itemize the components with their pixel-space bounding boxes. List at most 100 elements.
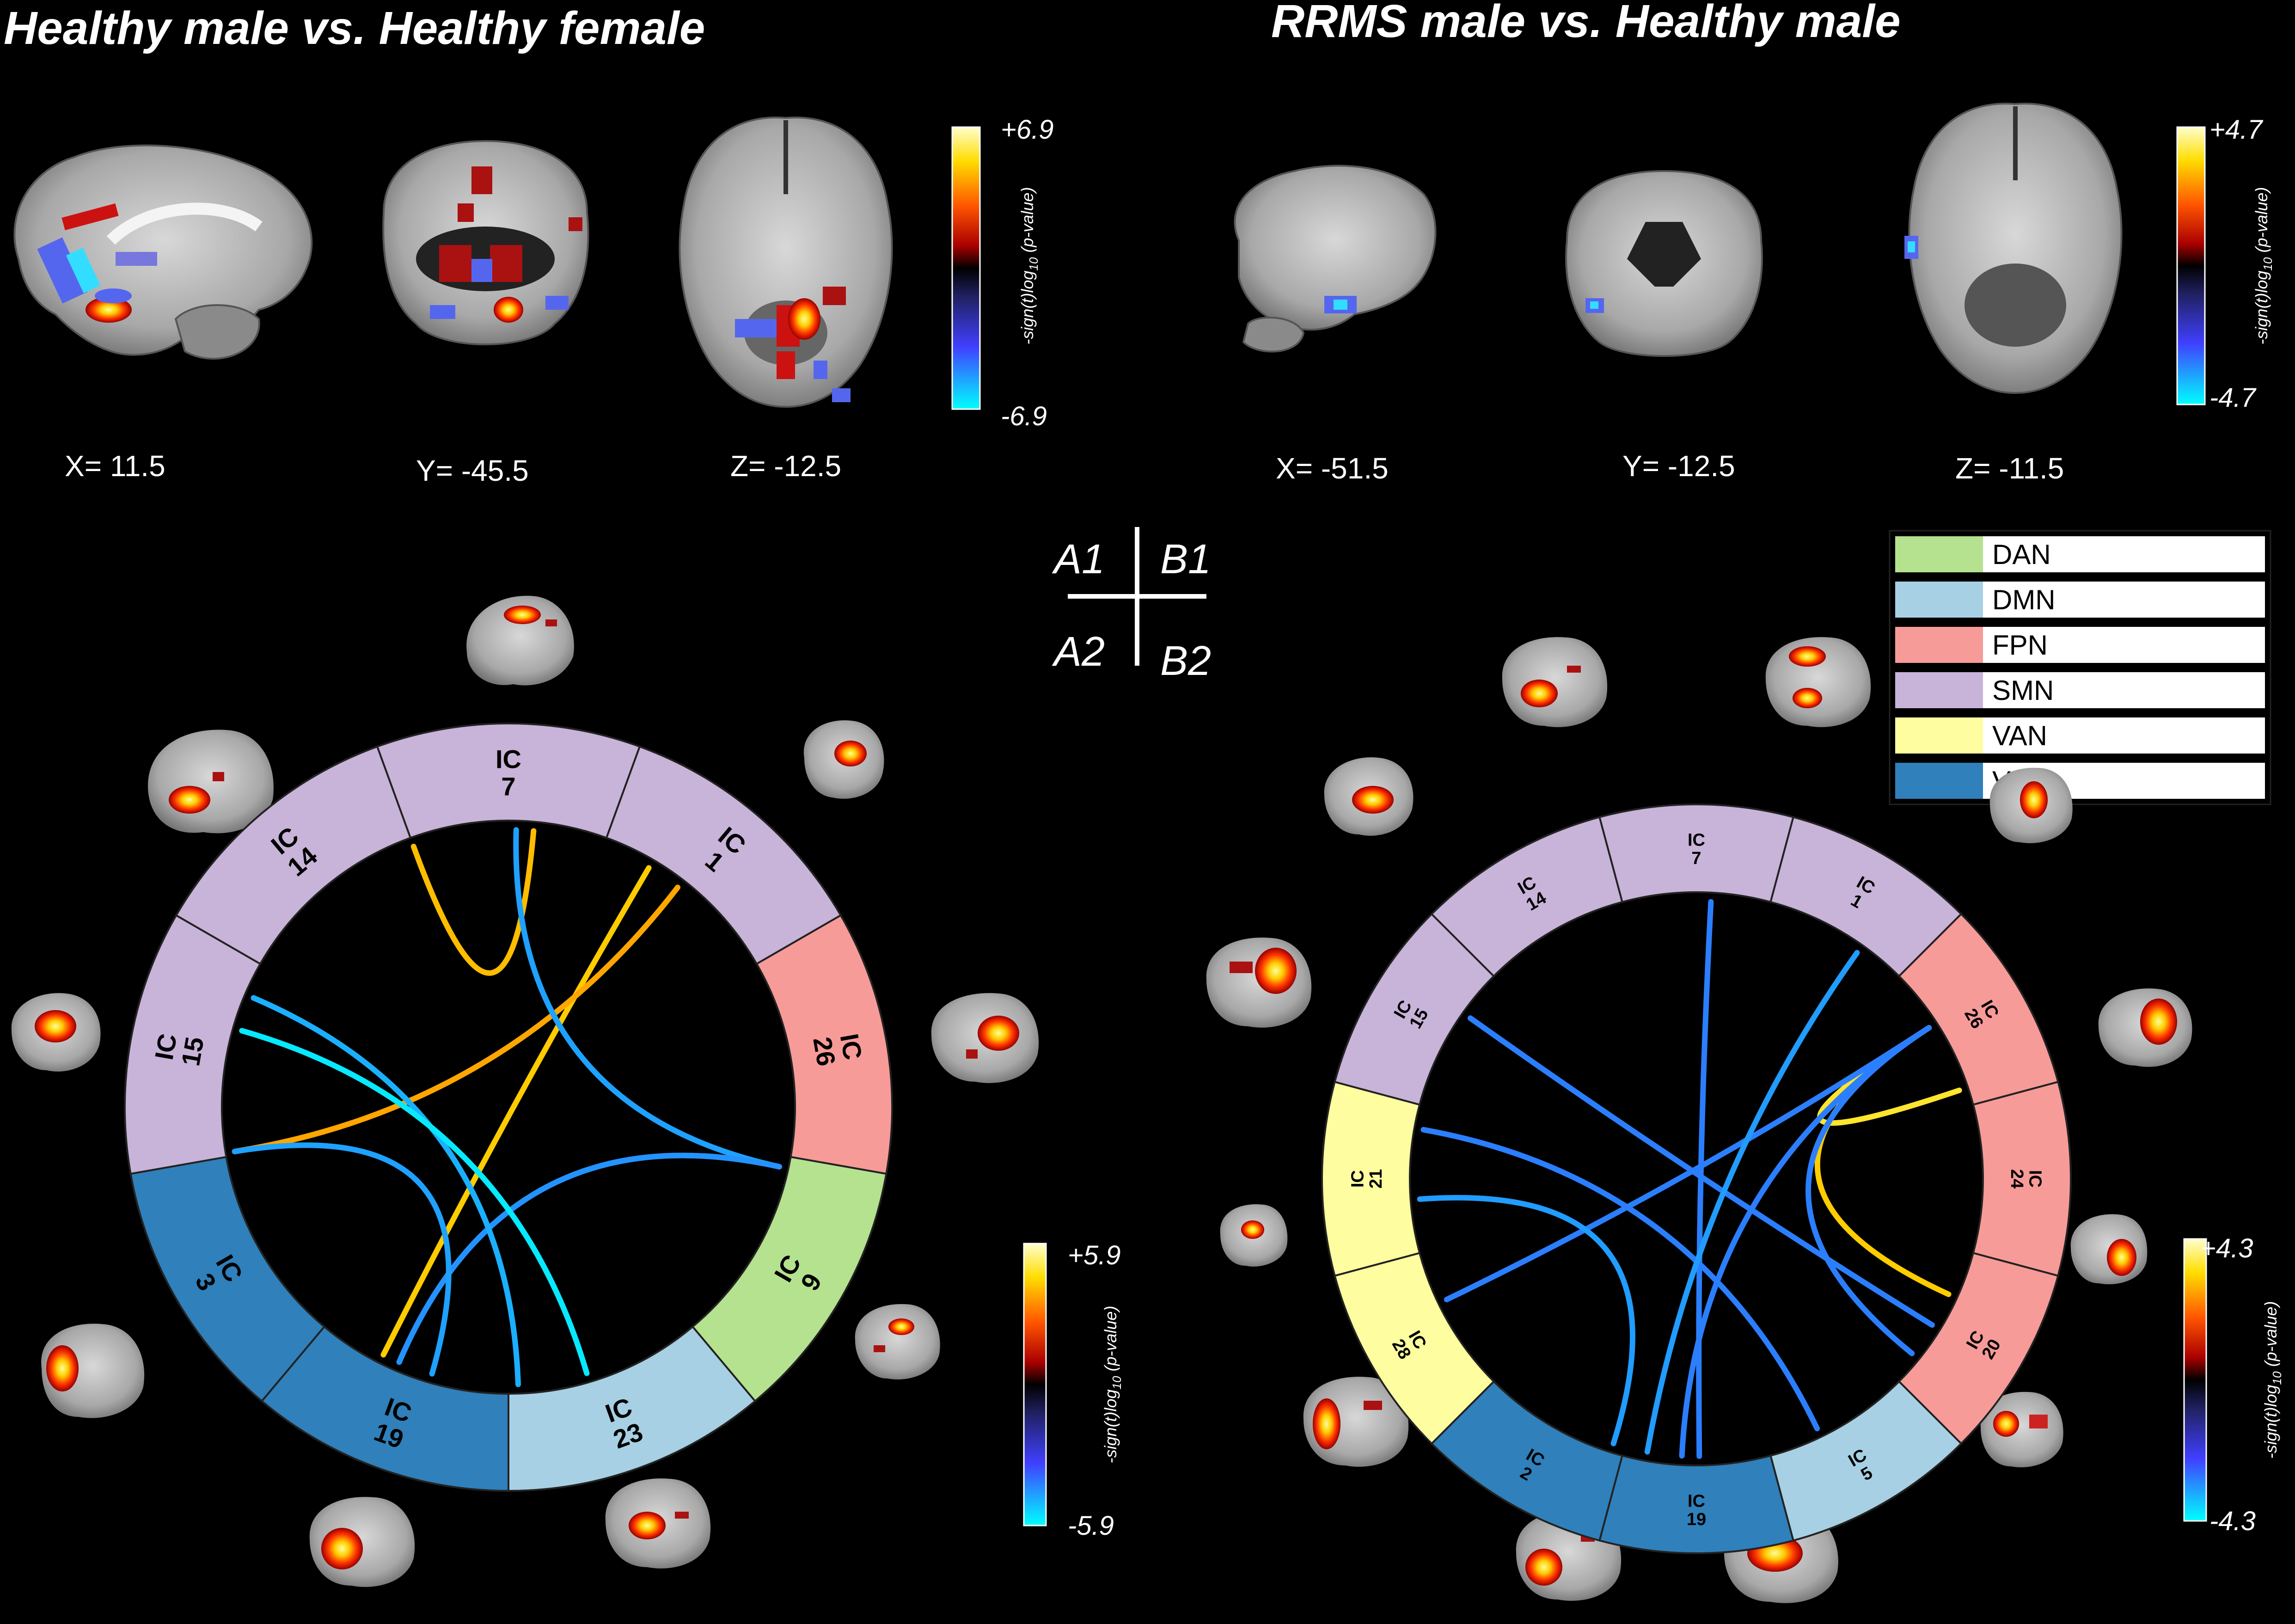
slice-label-y: Y= -45.5 xyxy=(416,454,529,487)
activation-blob xyxy=(86,297,132,323)
legend-label-bg xyxy=(1983,672,2265,708)
ring-label-ic-24: IC24 xyxy=(2007,1169,2045,1189)
activation-blob xyxy=(1334,300,1347,310)
activation-blob xyxy=(37,237,88,304)
network-legend: DANDMNFPNSMNVANVIS xyxy=(1889,530,2271,805)
connection-5 xyxy=(396,1152,782,1365)
connection-0 xyxy=(1814,1025,1952,1297)
connection-8 xyxy=(239,1028,590,1376)
activation-blob xyxy=(116,252,157,266)
legend-swatch-dan xyxy=(1895,536,1983,572)
brain-thumbnail xyxy=(1303,1377,1409,1467)
brain-thumbnail xyxy=(2070,1214,2148,1285)
connection-7 xyxy=(251,995,521,1387)
legend-swatch-fpn xyxy=(1895,627,1983,663)
brain-slice-axial xyxy=(1908,103,2123,394)
colorbar-max: +4.3 xyxy=(2200,1233,2253,1263)
connection-3 xyxy=(513,827,782,1170)
connection-0 xyxy=(410,828,537,976)
panel-b1-title: RRMS male vs. Healthy male xyxy=(1271,0,1901,47)
brain-thumbnail xyxy=(1980,1391,2063,1468)
brain-slice-axial xyxy=(679,116,893,408)
colorbar-min: -4.3 xyxy=(2209,1506,2256,1536)
brain-thumbnail xyxy=(1206,938,1312,1028)
brain-thumbnail xyxy=(1220,1204,1288,1267)
brain-thumbnail xyxy=(803,720,884,799)
brain-thumbnail xyxy=(1765,637,1871,727)
panel-b1-coronal-slice xyxy=(1565,170,1763,357)
legend-swatch-van xyxy=(1895,717,1983,754)
colorbar-label: -sign(t)log10 (p-value) xyxy=(1018,187,1040,344)
colorbar-max: +6.9 xyxy=(1001,115,1054,145)
key-b1: B1 xyxy=(1160,536,1211,582)
panel-b2-brain-thumbnails xyxy=(1206,637,2192,1603)
colorbar-gradient xyxy=(2176,126,2206,405)
activation-blob xyxy=(569,217,582,231)
colorbar-gradient xyxy=(2183,1238,2207,1522)
legend-label-bg xyxy=(1983,717,2265,754)
brain-thumbnail xyxy=(11,993,101,1072)
colorbar-label: -sign(t)log10 (p-value) xyxy=(1101,1305,1124,1463)
panel-b1-colorbar: +4.7 -4.7 -sign(t)log10 (p-value) xyxy=(2176,115,2275,413)
activation-blob xyxy=(1590,301,1598,309)
panel-b1-sagittal-slice xyxy=(1234,165,1437,353)
brain-thumbnail xyxy=(1502,637,1608,727)
panel-a2-brain-thumbnails xyxy=(11,595,1039,1587)
legend-label-fpn: FPN xyxy=(1992,630,2048,661)
legend-swatch-dmn xyxy=(1895,582,1983,618)
connection-4 xyxy=(1444,1025,1932,1303)
colorbar-min: -6.9 xyxy=(1001,401,1047,431)
activation-blob xyxy=(471,166,492,194)
panel-a1-colorbar: +6.9 -6.9 -sign(t)log10 (p-value) xyxy=(951,115,1054,431)
panel-a1-coronal-slice xyxy=(382,140,589,345)
slice-label-y: Y= -12.5 xyxy=(1622,449,1735,483)
activation-blob xyxy=(490,245,522,282)
activation-blob xyxy=(471,259,492,282)
colorbar-label: -sign(t)log10 (p-value) xyxy=(2252,187,2275,344)
panel-b1: RRMS male vs. Healthy male X= -51.5 Y= -… xyxy=(1234,0,2275,485)
connection-8 xyxy=(1644,950,1860,1455)
panel-a1-sagittal-slice xyxy=(13,144,313,360)
panel-layout-key: A1 B1 A2 B2 xyxy=(1052,527,1211,684)
ring-label-ic-15: IC15 xyxy=(149,1030,209,1068)
legend-label-bg xyxy=(1983,536,2265,572)
brain-thumbnail xyxy=(2098,988,2192,1067)
activation-blob xyxy=(95,288,132,303)
activation-blob xyxy=(1908,241,1915,252)
panel-a1-title: Healthy male vs. Healthy female xyxy=(4,2,705,54)
connection-3 xyxy=(1805,1025,1932,1356)
brain-thumbnail xyxy=(148,729,274,833)
corpus-callosum-shape xyxy=(106,202,263,245)
brainstem-shape xyxy=(1965,264,2066,347)
slice-label-x: X= 11.5 xyxy=(65,449,165,483)
ring-label-ic-26: IC26 xyxy=(808,1030,868,1068)
panel-a1-axial-slice xyxy=(679,116,893,408)
slice-label-z: Z= -11.5 xyxy=(1955,452,2064,485)
activation-blob xyxy=(823,287,846,305)
connection-2 xyxy=(232,884,681,1154)
legend-label-bg xyxy=(1983,627,2265,663)
legend-swatch-vis xyxy=(1895,763,1983,799)
brain-thumbnail xyxy=(1324,757,1414,836)
cerebellum-shape xyxy=(174,304,260,360)
key-a1: A1 xyxy=(1052,536,1105,582)
brain-slice-sagittal xyxy=(13,144,313,356)
slice-label-x: X= -51.5 xyxy=(1276,452,1389,485)
activation-blob xyxy=(814,361,827,379)
ventricle-shape xyxy=(1627,222,1701,287)
legend-swatch-smn xyxy=(1895,672,1983,708)
key-a2: A2 xyxy=(1052,629,1105,675)
ring-segment-ic-14 xyxy=(1430,816,1623,978)
colorbar-min: -5.9 xyxy=(1068,1511,1114,1541)
ring-label-ic-21: IC21 xyxy=(1348,1169,1386,1189)
legend-label-dan: DAN xyxy=(1992,539,2051,570)
activation-blob xyxy=(545,296,569,310)
connection-7 xyxy=(1696,899,1714,1459)
